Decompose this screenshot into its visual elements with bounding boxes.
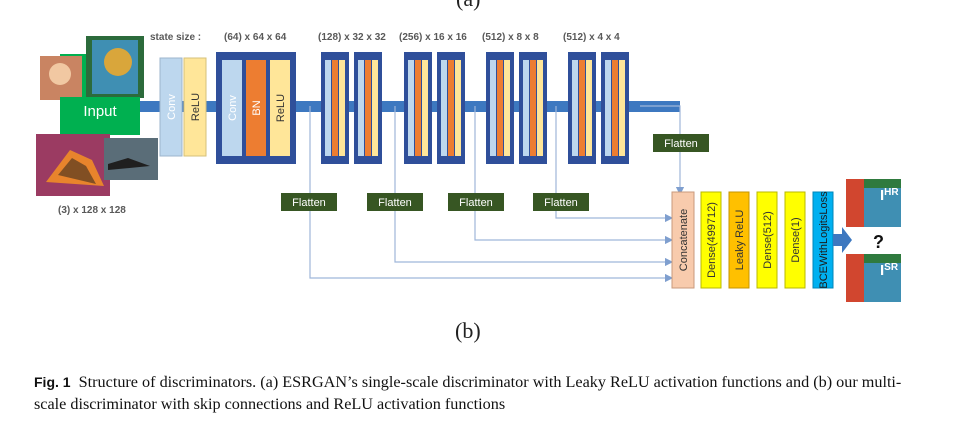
flatten-boxes: Flatten Flatten Flatten Flatten Flatten: [281, 134, 709, 211]
stage-1-conv-layer: [222, 60, 242, 156]
stage-2-unit-1-conv-layer: [325, 60, 331, 156]
sublabel-a: (a): [456, 0, 480, 12]
stage-3-unit-2: [437, 52, 465, 164]
stage-4-unit-1-relu-layer: [504, 60, 510, 156]
dense-1-layer: [784, 191, 806, 289]
concatenate-layer: [671, 191, 695, 289]
dense-499712-layer: [700, 191, 722, 289]
stage-3-size: (256) x 16 x 16: [399, 32, 467, 43]
stage-2-unit-2: [354, 52, 382, 164]
stage-1-bn-label: BN: [251, 100, 263, 115]
head-layers: Concatenate Dense(499712) Leaky ReLU Den…: [671, 191, 834, 289]
flatten-box-3: [448, 193, 504, 211]
question-mark: ?: [873, 232, 884, 252]
caption-text: Structure of discriminators. (a) ESRGAN’…: [34, 373, 902, 413]
flatten-label-1: Flatten: [292, 197, 326, 209]
stage-5-unit-2: [601, 52, 629, 164]
dense-499712-label: Dense(499712): [706, 202, 718, 278]
stage-1-bn-layer: [246, 60, 266, 156]
first-relu-layer: [183, 57, 207, 157]
stage-3-unit-1: [404, 52, 432, 164]
stage-4-unit-1-conv-layer: [490, 60, 496, 156]
skip-line-1: [309, 106, 674, 283]
leaky-relu-layer: [728, 191, 750, 289]
stage-3-unit-2-relu-layer: [455, 60, 461, 156]
skip-line-4: [555, 106, 674, 223]
stage-5-unit-1-bn-layer: [579, 60, 585, 156]
stage-5-size: (512) x 4 x 4: [563, 32, 620, 43]
stage-2-size: (128) x 32 x 32: [318, 32, 386, 43]
flatten-box-2: [367, 193, 423, 211]
stage-4-unit-2-bn-layer: [530, 60, 536, 156]
stage-2-unit-2-relu-layer: [372, 60, 378, 156]
bce-loss-label: BCEWithLogitsLoss: [818, 191, 830, 289]
stage-4-unit-2-conv-layer: [523, 60, 529, 156]
stage-1-relu-layer: [270, 60, 290, 156]
stage-2-unit-2-conv-layer: [358, 60, 364, 156]
stage-5-unit-1: [568, 52, 596, 164]
hr-image: IHR: [846, 179, 901, 227]
input-size-label: (3) x 128 x 128: [58, 205, 126, 216]
stage-4-size: (512) x 8 x 8: [482, 32, 539, 43]
dense-512-layer: [756, 191, 778, 289]
output-arrow: [833, 227, 852, 253]
figure-label: Fig. 1: [34, 374, 71, 390]
stage-4-unit-2-relu-layer: [537, 60, 543, 156]
stage-3-unit-2-conv-layer: [441, 60, 447, 156]
dense-512-label: Dense(512): [762, 211, 774, 268]
skip-line-3: [474, 106, 674, 245]
stage-3-unit-1-bn-layer: [415, 60, 421, 156]
stage-2-unit-1-bn-layer: [332, 60, 338, 156]
stage-4-unit-1: [486, 52, 514, 164]
stage-5-unit-2-conv-layer: [605, 60, 611, 156]
stage-1-conv-label: Conv: [227, 95, 239, 121]
stage-5-unit-1-conv-layer: [572, 60, 578, 156]
flatten-box-1: [281, 193, 337, 211]
stage-1-relu-label: ReLU: [275, 94, 287, 122]
flatten-label-4: Flatten: [544, 197, 578, 209]
stages-group: (128) x 32 x 32 (256) x 16 x 16 (512) x 8 …: [318, 32, 629, 164]
stage-3-unit-1-relu-layer: [422, 60, 428, 156]
skip-line-5: [640, 105, 685, 196]
stage-4-unit-2: [519, 52, 547, 164]
flatten-label-5: Flatten: [664, 138, 698, 150]
dense-1-label: Dense(1): [790, 217, 802, 262]
stage-3-unit-2-bn-layer: [448, 60, 454, 156]
stage-2-unit-2-bn-layer: [365, 60, 371, 156]
concatenate-label: Concatenate: [678, 209, 690, 271]
leaky-relu-label: Leaky ReLU: [734, 210, 746, 271]
stage-4-unit-1-bn-layer: [497, 60, 503, 156]
first-conv-layer: [159, 57, 183, 157]
stage-5-unit-2-relu-layer: [619, 60, 625, 156]
flatten-box-5: [653, 134, 709, 152]
stage-3-unit-1-conv-layer: [408, 60, 414, 156]
sr-image: ISR: [846, 254, 901, 302]
flatten-label-3: Flatten: [459, 197, 493, 209]
state-size-label: state size :: [150, 32, 201, 43]
first-block: Conv ReLU: [159, 57, 207, 157]
first-conv-label: Conv: [166, 94, 178, 120]
stage-2-unit-1-relu-layer: [339, 60, 345, 156]
input-image-collage: Input: [36, 36, 158, 196]
skip-connections: [309, 105, 685, 283]
hr-label: IHR: [880, 187, 899, 204]
flatten-label-2: Flatten: [378, 197, 412, 209]
sr-label: ISR: [880, 262, 899, 279]
stage-2-unit-1: [321, 52, 349, 164]
input-label: Input: [83, 103, 117, 120]
sublabel-b: (b): [455, 318, 481, 343]
stage-5-unit-1-relu-layer: [586, 60, 592, 156]
stage-1-size: (64) x 64 x 64: [224, 32, 287, 43]
stage-1-block: Conv BN ReLU: [216, 52, 296, 164]
skip-line-2: [394, 106, 674, 267]
flatten-box-4: [533, 193, 589, 211]
stage-5-unit-2-bn-layer: [612, 60, 618, 156]
first-relu-label: ReLU: [190, 93, 202, 121]
figure-caption: Fig. 1 Structure of discriminators. (a) …: [34, 371, 914, 415]
